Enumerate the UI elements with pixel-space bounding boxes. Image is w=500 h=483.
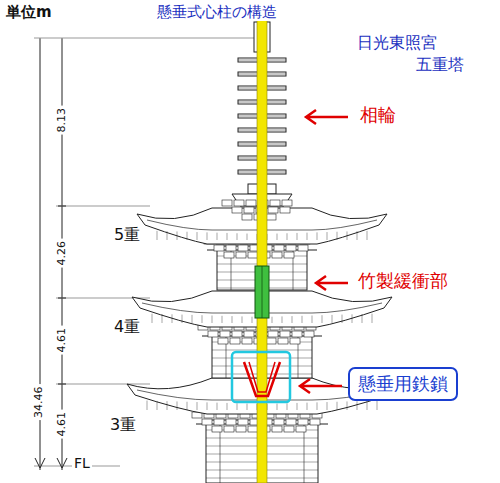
- callout-label: 相輪: [358, 105, 398, 126]
- place-name: 日光東照宮: [355, 34, 439, 52]
- bamboo-buffer: [255, 266, 269, 318]
- tier-label: 3重: [108, 416, 138, 434]
- tier-label: 4重: [112, 318, 142, 336]
- tier-label: 5重: [112, 226, 142, 244]
- dimension: 4.61: [56, 326, 69, 355]
- callout-label: 懸垂用鉄鎖: [358, 373, 448, 395]
- callout-arrow: [300, 110, 348, 393]
- iron-chain: [244, 362, 280, 396]
- dimension: 34.46: [34, 384, 47, 420]
- building-name: 五重塔: [414, 56, 466, 74]
- dimension: 8.13: [56, 106, 69, 135]
- shinbashira-column: [257, 20, 267, 483]
- floor-level: FL: [72, 455, 92, 471]
- title: 懸垂式心柱の構造: [155, 4, 279, 21]
- pagoda-body: [127, 6, 397, 483]
- chain-highlight: [232, 352, 290, 402]
- unit-label: 単位m: [4, 4, 54, 21]
- dimension: 4.26: [56, 239, 69, 268]
- dimension: 4.61: [56, 410, 69, 439]
- callout-label: 竹製緩衝部: [356, 271, 450, 292]
- callout-box: 懸垂用鉄鎖: [348, 367, 458, 401]
